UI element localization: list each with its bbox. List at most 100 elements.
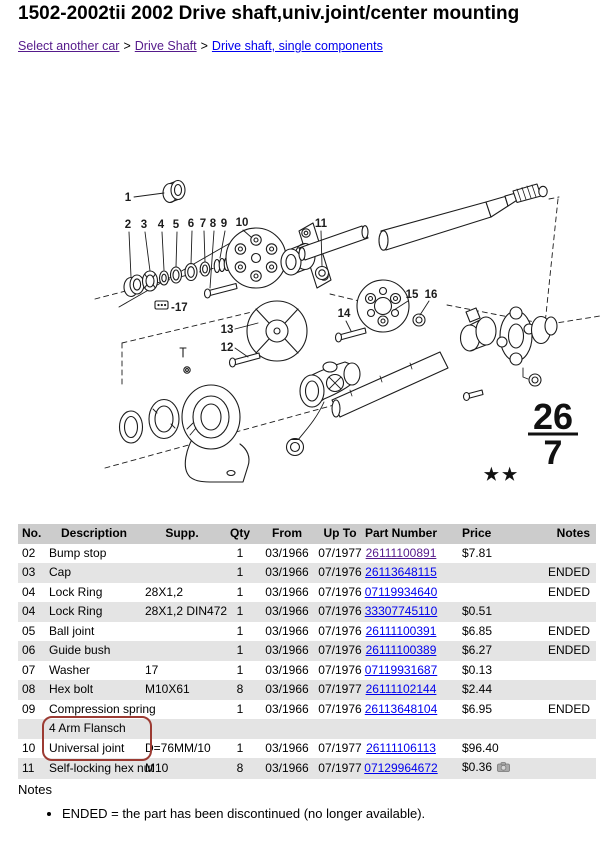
cell-no: 04 xyxy=(22,584,36,599)
cell-qty: 8 xyxy=(222,680,258,700)
cell-upto: 07/1976 xyxy=(318,584,362,599)
part-mid-tube xyxy=(331,351,449,418)
part-number-link[interactable]: 07119934640 xyxy=(364,584,438,599)
callout-leader-lines xyxy=(128,192,430,358)
part-number-link[interactable]: 07129964672 xyxy=(364,760,438,775)
cell-no xyxy=(18,719,46,739)
cell-qty: 1 xyxy=(236,623,244,638)
breadcrumb-separator: > xyxy=(200,39,208,53)
part-bolt-14 xyxy=(334,327,367,343)
cell-price: $0.13 xyxy=(462,662,493,677)
parts-table: No. Description Supp. Qty From Up To Par… xyxy=(18,524,596,779)
callout-label-3: 3 xyxy=(141,219,147,231)
part-number-link[interactable]: 26111100389 xyxy=(365,643,437,657)
breadcrumb-single-components[interactable]: Drive shaft, single components xyxy=(211,39,383,53)
cell-qty: 1 xyxy=(236,662,244,677)
cell-supp: D=76MM/10 xyxy=(145,740,211,755)
cell-qty: 1 xyxy=(222,602,258,622)
plate-number-top: 26 xyxy=(533,396,573,437)
part-number-link[interactable]: 26111100391 xyxy=(365,623,437,638)
cell-qty: 1 xyxy=(236,545,244,560)
part-rear-bolt xyxy=(462,389,484,402)
cell-no: 08 xyxy=(18,680,46,700)
cell-description: Hex bolt xyxy=(46,680,142,700)
cell-no: 04 xyxy=(18,602,46,622)
cell-price: $6.85 xyxy=(462,623,493,638)
cell-part-number: 07119934640 xyxy=(364,583,438,603)
cell-upto xyxy=(316,719,364,739)
cell-notes xyxy=(502,602,596,622)
part-number-link[interactable]: 07119931687 xyxy=(364,662,438,677)
cell-price: $6.95 xyxy=(462,701,493,716)
callout-label-9: 9 xyxy=(221,218,227,230)
header-description: Description xyxy=(46,524,142,544)
breadcrumb-drive-shaft[interactable]: Drive Shaft xyxy=(134,39,197,53)
part-center-bearing-rings xyxy=(118,398,180,444)
cell-upto: 07/1977 xyxy=(318,740,362,755)
cell-notes: ENDED xyxy=(547,623,590,638)
header-qty: Qty xyxy=(222,524,258,544)
cell-supp xyxy=(142,622,222,642)
part-center-mount xyxy=(179,347,250,483)
cell-from: 03/1966 xyxy=(258,602,316,622)
cell-no: 07 xyxy=(22,662,36,677)
cell-part-number: 26113648104 xyxy=(364,700,438,720)
cell-supp xyxy=(142,563,222,583)
part-splined-shaft xyxy=(378,183,548,251)
cell-upto: 07/1977 xyxy=(316,758,364,779)
cell-price xyxy=(438,719,502,739)
breadcrumb-select-another-car[interactable]: Select another car xyxy=(18,39,120,53)
cell-from: 03/1966 xyxy=(258,563,316,583)
cell-supp: 17 xyxy=(145,662,159,677)
cell-qty: 8 xyxy=(222,758,258,779)
cell-price: $0.36 xyxy=(438,758,510,779)
cell-supp: 28X1,2 DIN472 xyxy=(142,602,227,622)
part-number-link[interactable]: 26111100891 xyxy=(365,545,437,560)
cell-upto: 07/1976 xyxy=(316,602,364,622)
notes-heading: Notes xyxy=(18,782,52,797)
callout-label-13: 13 xyxy=(221,324,234,336)
part-number-link[interactable]: 26111102144 xyxy=(365,682,437,696)
part-number-link[interactable]: 26113648115 xyxy=(365,565,437,579)
cell-price: $2.44 xyxy=(438,680,502,700)
header-upto: Up To xyxy=(316,524,364,544)
callout-label-6: 6 xyxy=(188,218,194,230)
part-cv-cap xyxy=(530,315,558,345)
camera-icon[interactable] xyxy=(497,759,510,779)
cell-from xyxy=(258,719,316,739)
cell-notes xyxy=(502,680,596,700)
callout-label-11: 11 xyxy=(315,218,328,230)
part-rear-flange xyxy=(496,306,535,366)
callout-label-2: 2 xyxy=(125,219,131,231)
part-rear-nut xyxy=(522,367,542,387)
page-title: 1502-2002tii 2002 Drive shaft,univ.joint… xyxy=(18,3,520,24)
cell-notes xyxy=(502,661,596,681)
cell-supp xyxy=(142,544,222,564)
cell-upto: 07/1977 xyxy=(316,680,364,700)
header-from: From xyxy=(258,524,316,544)
cell-from: 03/1966 xyxy=(265,701,309,716)
header-supp: Supp. xyxy=(142,524,222,544)
cell-notes xyxy=(502,544,596,564)
part-grommet-nut xyxy=(285,437,305,457)
callout-label-5: 5 xyxy=(173,219,180,231)
cell-description: Guide bush xyxy=(46,641,142,661)
callout-label-7: 7 xyxy=(200,218,206,230)
cell-from: 03/1966 xyxy=(265,662,309,677)
cell-from: 03/1966 xyxy=(265,623,309,638)
cell-from: 03/1966 xyxy=(258,758,316,779)
part-number-link[interactable]: 33307745110 xyxy=(364,604,438,618)
cell-part-number: 07129964672 xyxy=(364,758,438,779)
part-number-link[interactable]: 26113648104 xyxy=(364,701,438,716)
cell-qty xyxy=(222,719,258,739)
breadcrumb: Select another car>Drive Shaft>Drive sha… xyxy=(18,39,383,53)
cell-qty: 1 xyxy=(236,740,244,755)
part-number-link[interactable]: 26111106113 xyxy=(366,740,436,755)
